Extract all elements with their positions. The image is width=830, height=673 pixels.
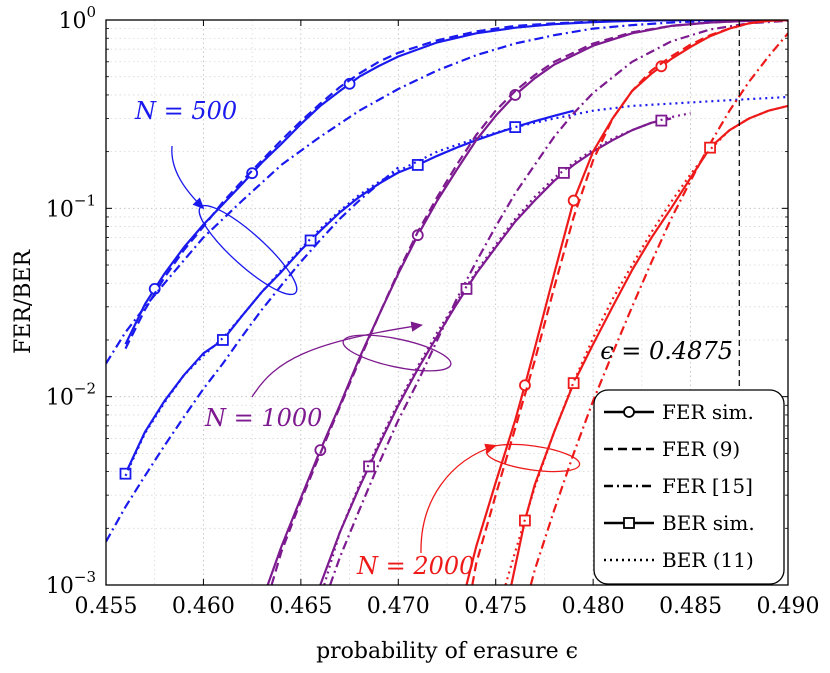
y-tick-label: 10−1 bbox=[46, 191, 96, 222]
x-tick-label: 0.470 bbox=[367, 594, 430, 619]
legend-marker-circle bbox=[623, 406, 635, 418]
x-tick-label: 0.485 bbox=[659, 594, 722, 619]
annotation-label: N = 1000 bbox=[204, 404, 322, 432]
data-point-square bbox=[558, 166, 570, 179]
legend-label: FER [15] bbox=[662, 474, 753, 498]
x-tick-label: 0.465 bbox=[269, 594, 332, 619]
data-point-square bbox=[704, 141, 716, 154]
legend-marker-square bbox=[623, 517, 635, 529]
series-line-n500 bbox=[124, 95, 788, 477]
data-point-square bbox=[304, 234, 317, 247]
x-axis-label: probability of erasure ϵ bbox=[316, 639, 578, 664]
series-line-n1000 bbox=[329, 20, 788, 585]
annotation-arrow bbox=[420, 443, 497, 554]
annotation-label: N = 2000 bbox=[356, 552, 474, 580]
y-axis-label: FER/BER bbox=[11, 249, 36, 355]
legend-label: BER (11) bbox=[662, 548, 754, 572]
data-point-square bbox=[363, 460, 375, 473]
data-point-square bbox=[217, 334, 229, 346]
series-group-ellipse bbox=[198, 204, 298, 296]
legend-label: BER sim. bbox=[662, 511, 755, 535]
series-layer bbox=[106, 20, 788, 585]
threshold-label: ϵ = 0.4875 bbox=[600, 337, 733, 365]
annotation-arrow bbox=[171, 145, 205, 210]
y-tick-label: 100 bbox=[58, 3, 96, 34]
axis-ticks: 0.455 0.460 0.465 0.470 0.475 0.480 0.485 0.490… bbox=[46, 3, 820, 619]
x-tick-label: 0.455 bbox=[75, 594, 138, 619]
series-line-n500 bbox=[106, 166, 400, 543]
plot-frame bbox=[105, 19, 789, 586]
legend: FER sim. FER (9) FER [15] BER sim. BER (11) bbox=[593, 389, 785, 585]
series-line-n2000 bbox=[471, 20, 788, 585]
x-tick-label: 0.490 bbox=[757, 594, 820, 619]
threshold-marker: ϵ = 0.4875 bbox=[600, 20, 740, 386]
series-line-n1000 bbox=[270, 20, 788, 585]
series-group-ellipse bbox=[342, 334, 452, 372]
legend-label: FER sim. bbox=[662, 400, 754, 424]
legend-box bbox=[593, 389, 785, 585]
y-tick-label: 10−3 bbox=[46, 568, 96, 599]
data-point-square bbox=[509, 121, 522, 133]
x-tick-label: 0.475 bbox=[464, 594, 527, 619]
annotation-arrow bbox=[251, 321, 423, 398]
series-line-n500 bbox=[124, 20, 788, 350]
x-tick-label: 0.460 bbox=[172, 594, 235, 619]
annotation-layer: N = 500 N = 1000 N = 2000 bbox=[134, 97, 581, 580]
annotation-label: N = 500 bbox=[134, 97, 237, 125]
series-line-n500 bbox=[106, 20, 788, 365]
data-point-square bbox=[460, 282, 473, 295]
legend-label: FER (9) bbox=[662, 437, 740, 461]
x-tick-label: 0.480 bbox=[562, 594, 625, 619]
data-point-circle bbox=[246, 167, 259, 180]
data-point-square bbox=[411, 159, 424, 171]
y-tick-label: 10−2 bbox=[46, 380, 96, 411]
data-point-square bbox=[567, 377, 580, 390]
series-line-n1000 bbox=[319, 117, 672, 585]
series-line-n2000 bbox=[529, 32, 788, 585]
data-point-circle bbox=[655, 60, 668, 73]
